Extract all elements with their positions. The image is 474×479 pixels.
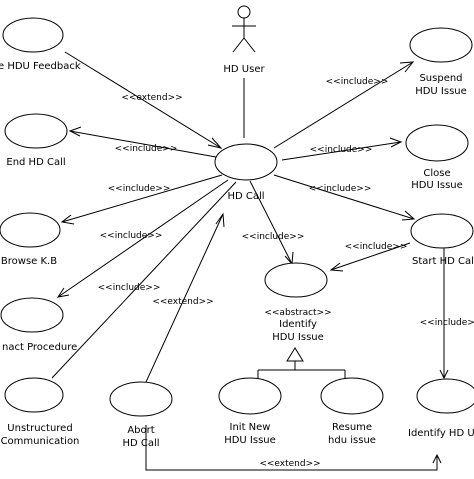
use-case-close-hdu-issue (405, 124, 469, 162)
use-case-start-hd-call (410, 213, 474, 249)
label-suspend-2: HDU Issue (415, 86, 467, 97)
label-close-1: Close (423, 168, 450, 179)
arrowhead-start-include (401, 210, 416, 221)
label-resume-1: Resume (332, 422, 372, 433)
label-include-start: <<include>> (309, 184, 372, 194)
label-abort-2: HD Call (122, 438, 159, 449)
label-include-contact: <<include>> (100, 231, 163, 241)
arrowhead-close-include (389, 137, 403, 148)
edge-bottom-extend (145, 425, 438, 471)
label-include-suspend: <<include>> (326, 77, 389, 87)
use-case-hd-call (214, 143, 278, 181)
label-start-hd-call: Start HD Cal (412, 256, 474, 267)
label-init-new-2: HDU Issue (224, 435, 276, 446)
edge-start-to-issue-include (330, 242, 411, 271)
edge-identify-issue-include (249, 180, 293, 265)
arrowhead-end-include (68, 126, 82, 137)
arrowhead-feedback-extend (207, 137, 223, 149)
arrowhead-browse-include (60, 214, 75, 225)
label-identify-issue-stereotype: <<abstract>> (264, 308, 331, 318)
arrowhead-start-to-issue-include (329, 262, 344, 272)
edge-feedback-extend (64, 51, 222, 149)
edge-suspend-include (273, 61, 414, 149)
use-case-init-new-hdu-issue (218, 377, 282, 415)
label-extend-feedback: <<extend>> (121, 93, 182, 103)
hd-user-label: HD User (223, 64, 265, 75)
label-include-identify-issue: <<include>> (242, 232, 305, 242)
use-case-resume-hdu-issue (320, 377, 384, 415)
use-case-abort-hd-call (109, 381, 173, 417)
label-identify-hd-user: Identify HD U (408, 428, 474, 439)
arrowhead-abort-extend (215, 212, 225, 228)
arrowhead-bottom-extend (432, 453, 442, 464)
use-case-identify-hd-user (416, 378, 474, 414)
label-contact-procedure: nact Procedure (2, 342, 77, 353)
use-case-browse-kb (0, 212, 61, 248)
edge-abort-extend (145, 213, 224, 383)
label-hdu-feedback: e HDU Feedback (0, 61, 81, 72)
label-identify-issue-2: HDU Issue (272, 332, 324, 343)
edge-end-include (69, 130, 217, 158)
label-include-start-to-issue: <<include>> (345, 242, 408, 252)
label-extend-bottom: <<extend>> (259, 459, 320, 469)
label-suspend-1: Suspend (419, 73, 462, 84)
label-end-hd-call: End HD Call (6, 157, 65, 168)
arrowhead-contact-include (56, 287, 70, 298)
use-case-unstructured (4, 377, 64, 413)
use-case-suspend-hdu-issue (409, 27, 473, 63)
use-case-identify-hdu-issue (264, 262, 328, 298)
hd-user-actor (232, 5, 256, 53)
label-identify-issue-1: Identify (279, 319, 317, 330)
arrowhead-suspend-include (399, 61, 415, 73)
edge-close-include (281, 141, 402, 161)
label-hd-call: HD Call (227, 191, 264, 202)
edge-start-include (273, 174, 415, 220)
generalization-triangle (286, 347, 304, 362)
label-close-2: HDU Issue (411, 180, 463, 191)
label-browse-kb: Browse K.B (1, 256, 57, 267)
edge-contact-include (57, 179, 229, 298)
use-case-end-hd-call (4, 113, 68, 149)
label-abort-1: Abort (127, 425, 154, 436)
label-unstructured-2: Communication (1, 436, 80, 447)
edge-unstructured (51, 181, 237, 379)
use-case-contact-procedure (0, 297, 64, 333)
label-init-new-1: Init New (230, 422, 271, 433)
label-include-unstructured: <<include>> (98, 283, 161, 293)
label-unstructured-1: Unstructured (7, 423, 72, 434)
label-include-close: <<include>> (310, 145, 373, 155)
arrowhead-identify-user-include (439, 369, 449, 380)
label-extend-abort: <<extend>> (152, 297, 213, 307)
label-include-end: <<include>> (115, 144, 178, 154)
use-case-hdu-feedback (2, 17, 64, 53)
label-include-browse: <<include>> (108, 184, 171, 194)
label-include-identify-user: <<include>> (420, 318, 474, 328)
label-resume-2: hdu issue (328, 435, 376, 446)
edge-browse-include (61, 174, 223, 223)
